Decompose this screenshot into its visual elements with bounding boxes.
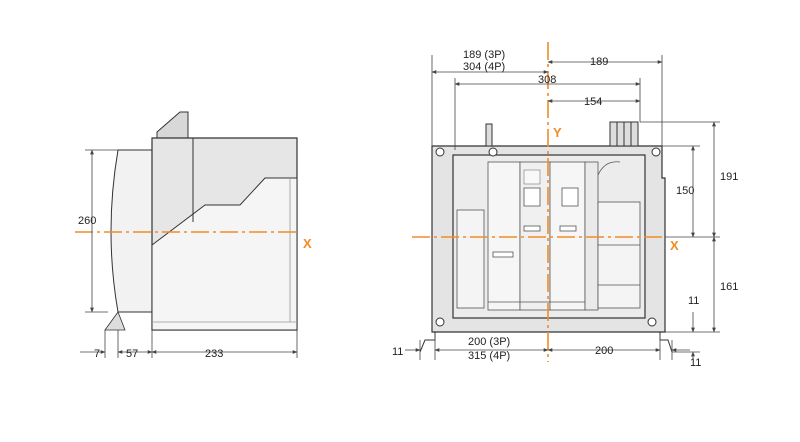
side-dimensions <box>80 149 298 358</box>
dim-foot-height-11: 11 <box>688 295 699 307</box>
front-x-axis-label: X <box>670 238 679 253</box>
dim-height-191: 191 <box>720 171 738 183</box>
dim-height-260: 260 <box>78 215 96 227</box>
side-top-tab <box>156 111 189 139</box>
center-axes <box>75 42 665 362</box>
dim-bottom-left-4p: 315 (4P) <box>468 350 510 362</box>
dim-width-154: 154 <box>584 96 602 108</box>
front-left-terminal <box>485 123 493 147</box>
dim-width-308: 308 <box>538 74 556 86</box>
front-y-axis-label: Y <box>553 125 562 140</box>
side-slope-shape <box>151 177 298 331</box>
dim-foot-left-11: 11 <box>392 346 403 358</box>
dim-top-right-189: 189 <box>590 56 608 68</box>
dim-top-left-4p: 304 (4P) <box>463 61 505 73</box>
dim-top-left-3p: 189 (3P) <box>463 49 505 61</box>
dim-foot-right-11: 11 <box>690 357 701 369</box>
dim-depth-233: 233 <box>205 348 223 360</box>
dim-height-161: 161 <box>720 281 738 293</box>
side-view <box>104 111 298 331</box>
dim-height-150: 150 <box>676 185 694 197</box>
side-x-axis-label: X <box>303 236 312 251</box>
dim-depth-7: 7 <box>94 348 100 360</box>
side-front-face <box>110 149 153 313</box>
front-dimensions <box>405 55 720 360</box>
dim-depth-57: 57 <box>126 348 138 360</box>
dim-bottom-right-200: 200 <box>595 345 613 357</box>
dim-bottom-left-3p: 200 (3P) <box>468 336 510 348</box>
